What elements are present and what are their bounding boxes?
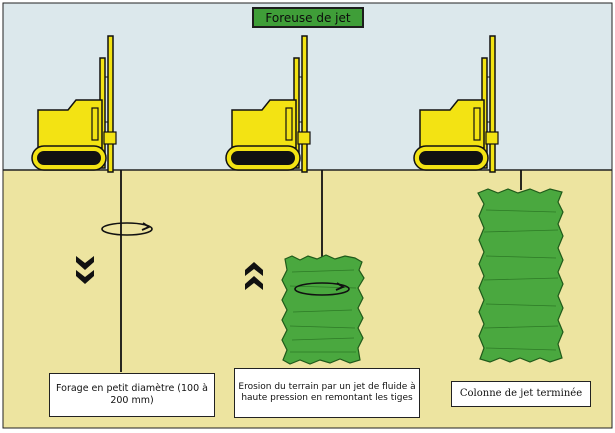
chevron-up-icon xyxy=(245,262,263,290)
column-texture-3 xyxy=(483,209,559,351)
chevron-down-icon xyxy=(76,256,94,284)
grout-column-partial xyxy=(281,254,365,365)
grout-column-complete xyxy=(477,188,564,363)
caption-step-2: Erosion du terrain par un jet de fluide … xyxy=(234,368,420,418)
caption-step-3: Colonne de jet terminée xyxy=(451,381,591,407)
column-texture-2 xyxy=(289,269,357,353)
caption-step-1: Forage en petit diamètre (100 à 200 mm) xyxy=(49,373,215,417)
diagram-title: Foreuse de jet xyxy=(252,7,364,28)
rotation-arrow-icon xyxy=(101,222,153,236)
rotation-arrow-icon xyxy=(294,282,350,296)
